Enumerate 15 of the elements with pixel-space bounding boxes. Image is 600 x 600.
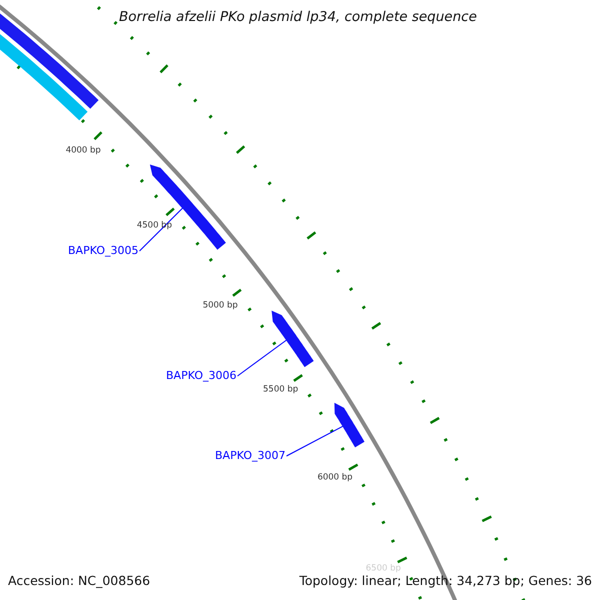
- scale-label: 5000 bp: [202, 300, 238, 310]
- scale-label: 5500 bp: [263, 384, 298, 394]
- gene-label: BAPKO_3007: [215, 450, 286, 462]
- leader-line: [286, 426, 344, 456]
- gene-arrow: [272, 310, 314, 368]
- info-text: Accession: NC_008566: [8, 574, 150, 588]
- scale-label: 6000 bp: [317, 472, 353, 482]
- info-text: Topology: linear; Length: 34,273 bp; Genes: 36: [299, 574, 592, 588]
- leader-line: [237, 340, 288, 376]
- scale-label: 4000 bp: [66, 146, 101, 156]
- gene-label: BAPKO_3005: [68, 245, 138, 258]
- title: Borrelia afzelii PKo plasmid lp34, complete sequence: [119, 10, 477, 25]
- gene-label: BAPKO_3006: [166, 370, 236, 382]
- gene-arrow: [334, 402, 364, 448]
- leader-line: [139, 208, 184, 252]
